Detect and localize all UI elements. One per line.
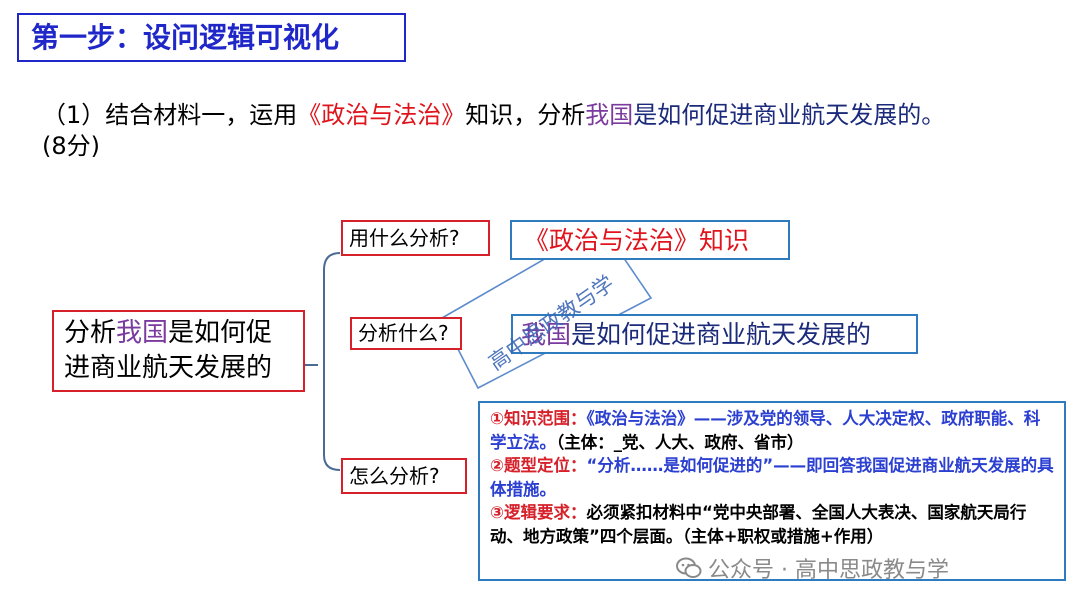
question-score: (8分) xyxy=(42,132,100,160)
question-part5: 是如何促进商业航天发展的。 xyxy=(633,101,946,129)
detail-item3-text: 必须紧扣材料中“党中央部署、全国人大表决、国家航天局行动、地方政策”四个层面。（… xyxy=(490,503,1027,546)
branch-answer-target: 我国是如何促进商业航天发展的 xyxy=(511,314,918,354)
root-part3: 是如何促 xyxy=(168,318,273,348)
footer-watermark-text: 公众号 · 高中思政教与学 xyxy=(708,558,949,583)
detail-item1-label: ①知识范围： xyxy=(490,409,587,428)
branch-question-what-tool: 用什么分析? xyxy=(341,220,490,256)
detail-item1-text: 《政治与法治》——涉及党的领导、人大决定权、政府职能、科学立法。 xyxy=(490,409,1041,452)
question-text: （1）结合材料一，运用《政治与法治》知识，分析我国是如何促进商业航天发展的。 (… xyxy=(42,100,1062,162)
detail-item1-note: （主体：_党、人大、政府、省市） xyxy=(556,432,804,452)
branch-question-how: 怎么分析? xyxy=(341,458,467,494)
question-country: 我国 xyxy=(585,101,634,129)
detail-item-1: ①知识范围：《政治与法治》——涉及党的领导、人大决定权、政府职能、科学立法。（主… xyxy=(490,407,1056,454)
root-country: 我国 xyxy=(116,318,169,348)
answer-country: 我国 xyxy=(521,320,572,349)
question-book-title: 《政治与法治》 xyxy=(297,101,466,129)
question-part1: （1）结合材料一，运用 xyxy=(42,101,298,129)
branch-answer-knowledge: 《政治与法治》知识 xyxy=(510,220,790,260)
detail-item-2: ②题型定位：“分析……是如何促进的”——即回答我国促进商业航天发展的具体措施。 xyxy=(490,454,1056,501)
detail-item2-text: “分析……是如何促进的”——即回答我国促进商业航天发展的具体措施。 xyxy=(490,456,1054,499)
detail-item2-label: ②题型定位： xyxy=(490,456,587,475)
footer-watermark: 公众号 · 高中思政教与学 xyxy=(676,552,949,584)
detail-item-3: ③逻辑要求：必须紧扣材料中“党中央部署、全国人大表决、国家航天局行动、地方政策”… xyxy=(490,501,1056,548)
analysis-detail-box: ①知识范围：《政治与法治》——涉及党的领导、人大决定权、政府职能、科学立法。（主… xyxy=(478,401,1066,581)
slide-title: 第一步：设问逻辑可视化 xyxy=(17,13,406,62)
detail-item3-label: ③逻辑要求： xyxy=(490,503,587,522)
root-topic-box: 分析我国是如何促 进商业航天发展的 xyxy=(52,310,305,392)
answer-rest: 是如何促进商业航天发展的 xyxy=(571,320,872,349)
root-part1: 分析 xyxy=(64,318,117,348)
question-part3: 知识，分析 xyxy=(465,101,586,129)
wechat-icon xyxy=(676,557,702,578)
root-line2: 进商业航天发展的 xyxy=(64,353,273,383)
branch-question-what-target: 分析什么? xyxy=(350,317,462,350)
